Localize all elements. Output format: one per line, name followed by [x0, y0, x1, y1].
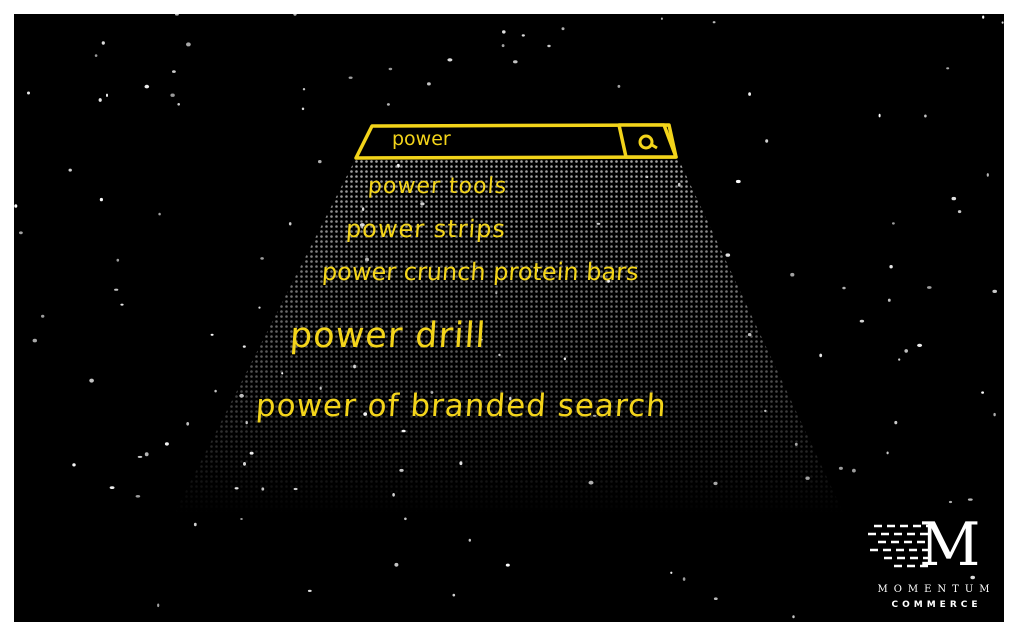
suggestion-item[interactable]: power crunch protein bars	[321, 258, 640, 286]
logo-letter: M	[919, 510, 981, 580]
suggestion-item[interactable]: power tools	[367, 174, 508, 199]
search-input[interactable]: power	[392, 128, 451, 150]
search-button	[617, 123, 678, 159]
speed-lines-icon	[868, 524, 929, 568]
illustration: power power tools power strips power cru…	[14, 14, 1004, 622]
suggestion-item[interactable]: power drill	[288, 316, 488, 356]
logo-wordmark: MOMENTUM	[877, 584, 996, 595]
search-icon[interactable]	[638, 134, 658, 150]
search-bar[interactable]	[354, 123, 678, 160]
momentum-logo: M MOMENTUM COMMERCE	[864, 510, 1004, 620]
suggestion-item[interactable]: power strips	[345, 215, 507, 243]
suggestion-item[interactable]: power of branded search	[254, 388, 668, 424]
logo-subtitle: COMMERCE	[891, 600, 982, 610]
light-beam	[14, 14, 1004, 622]
background-art	[14, 14, 1004, 622]
